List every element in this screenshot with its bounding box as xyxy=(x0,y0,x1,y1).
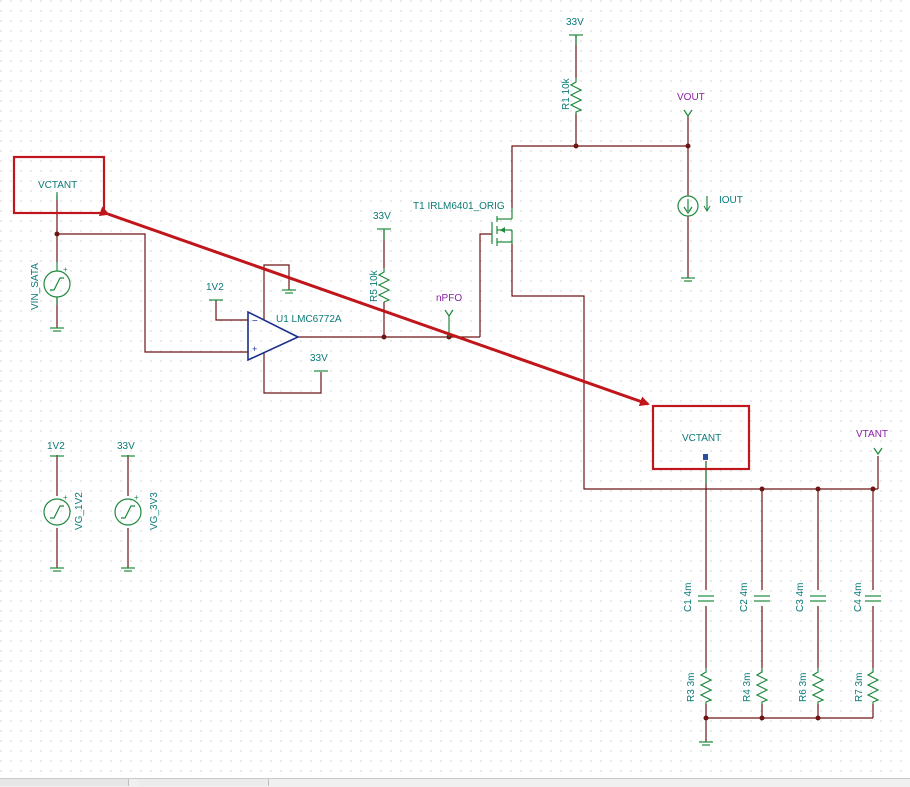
resistor-r4[interactable]: R4 3m xyxy=(742,668,769,704)
voltage-source-vg-3v3[interactable]: + VG_3V3 xyxy=(114,492,160,530)
power-label-src-1v2: 1V2 xyxy=(47,441,65,457)
highlight-box-left xyxy=(12,155,106,215)
capacitor-c4[interactable]: C4 4m xyxy=(853,583,881,612)
voltage-source-vin-sata[interactable]: + VIN_SATA xyxy=(30,262,71,310)
voltage-source-vin-sata-label: VIN_SATA xyxy=(30,263,41,310)
capacitor-c1[interactable]: C1 4m xyxy=(683,583,714,612)
voltage-source-vg-1v2[interactable]: + VG_1V2 xyxy=(43,492,85,530)
svg-text:+: + xyxy=(63,493,68,502)
svg-text:+: + xyxy=(252,344,257,354)
status-bar-tab-1[interactable] xyxy=(0,779,129,786)
annotation-arrow xyxy=(98,206,650,407)
svg-text:+: + xyxy=(134,493,139,502)
svg-text:+: + xyxy=(63,265,68,274)
resistor-r5-label: R5 10k xyxy=(369,269,380,302)
voltage-source-vg-1v2-label: VG_1V2 xyxy=(74,492,85,530)
resistor-r4-label: R4 3m xyxy=(742,673,753,702)
probe-vctant-left-label: VCTANT xyxy=(38,180,77,191)
power-label-r1-text: 33V xyxy=(566,17,584,28)
highlight-box-right xyxy=(651,404,751,471)
capacitor-c4-label: C4 4m xyxy=(853,583,864,612)
capacitor-c3[interactable]: C3 4m xyxy=(795,583,826,612)
capacitor-c3-label: C3 4m xyxy=(795,583,806,612)
resistor-r6-label: R6 3m xyxy=(798,673,809,702)
resistor-r1[interactable]: R1 10k xyxy=(561,77,583,114)
net-label-vout: VOUT xyxy=(677,92,705,118)
status-bar-tab-2[interactable] xyxy=(138,779,269,786)
resistor-r3[interactable]: R3 3m xyxy=(686,668,713,704)
net-label-vtant-text: VTANT xyxy=(856,429,888,440)
current-source-iout-label: IOUT xyxy=(719,195,743,206)
net-label-vtant: VTANT xyxy=(856,429,888,456)
capacitor-c1-label: C1 4m xyxy=(683,583,694,612)
capacitor-c2[interactable]: C2 4m xyxy=(739,583,770,612)
probe-vctant-right-label: VCTANT xyxy=(682,433,721,444)
probe-vctant-right[interactable]: VCTANT xyxy=(682,433,721,484)
resistor-r1-label: R1 10k xyxy=(561,77,572,110)
opamp-u1-label: U1 LMC6772A xyxy=(276,314,342,325)
resistor-r7-label: R7 3m xyxy=(854,673,865,702)
power-label-opamp-33v-text: 33V xyxy=(310,353,328,364)
probe-vctant-left[interactable]: VCTANT xyxy=(38,180,77,200)
power-label-r5-text: 33V xyxy=(373,211,391,222)
probe-marker xyxy=(703,454,708,460)
current-source-iout[interactable]: IOUT xyxy=(677,195,743,217)
power-label-opamp-1v2-text: 1V2 xyxy=(206,282,224,293)
power-label-src-1v2-text: 1V2 xyxy=(47,441,65,452)
svg-text:−: − xyxy=(252,316,258,327)
voltage-source-vg-3v3-label: VG_3V3 xyxy=(149,492,160,530)
status-bar xyxy=(0,778,910,787)
mosfet-t1-label: T1 IRLM6401_ORIG xyxy=(413,201,505,212)
resistor-r3-label: R3 3m xyxy=(686,673,697,702)
power-label-r1: 33V xyxy=(566,17,584,45)
net-label-npfo-text: nPFO xyxy=(436,293,462,304)
power-label-src-33v-text: 33V xyxy=(117,441,135,452)
resistor-r7[interactable]: R7 3m xyxy=(854,668,880,704)
ground-symbols xyxy=(50,277,713,746)
capacitor-c2-label: C2 4m xyxy=(739,583,750,612)
net-label-vout-text: VOUT xyxy=(677,92,705,103)
resistor-r6[interactable]: R6 3m xyxy=(798,668,825,704)
power-label-src-33v: 33V xyxy=(117,441,135,457)
